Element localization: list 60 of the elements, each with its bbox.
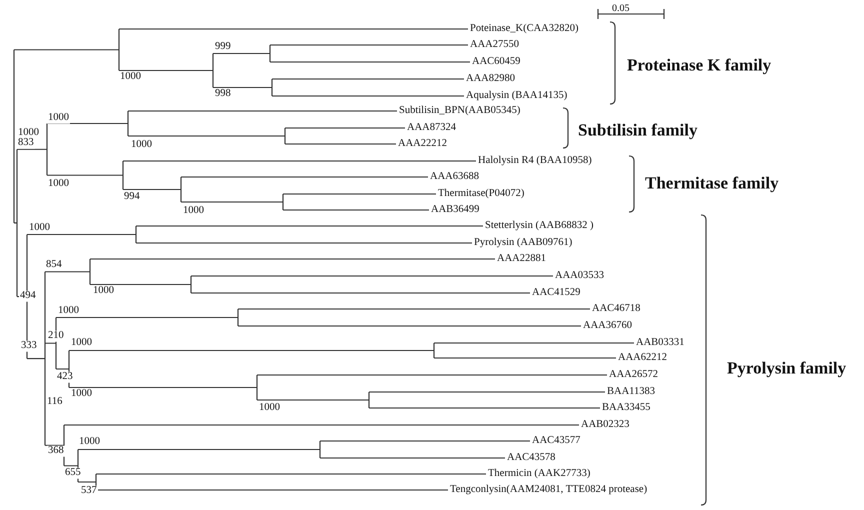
bootstrap-value: 537 bbox=[80, 486, 98, 496]
taxon-label: Halolysin R4 (BAA10958) bbox=[478, 156, 592, 166]
taxon-label: AAC43577 bbox=[532, 436, 580, 446]
bootstrap-value: 423 bbox=[56, 372, 74, 382]
taxon-label: AAA62212 bbox=[618, 352, 667, 364]
bootstrap-value: 116 bbox=[46, 396, 64, 408]
bootstrap-value: 1000 bbox=[182, 206, 205, 216]
scale-label: 0.05 bbox=[612, 4, 630, 14]
taxon-label: AAA27550 bbox=[470, 40, 519, 50]
taxon-label: AAA36760 bbox=[583, 320, 632, 332]
taxon-label: BAA11383 bbox=[607, 386, 656, 398]
taxon-label: AAC41529 bbox=[532, 288, 580, 298]
bootstrap-value: 1000 bbox=[28, 222, 51, 234]
bootstrap-value: 368 bbox=[47, 446, 65, 456]
taxon-label: AAC46718 bbox=[592, 304, 640, 314]
bootstrap-value: 1000 bbox=[70, 338, 93, 348]
family-label: Thermitase family bbox=[645, 174, 779, 192]
bootstrap-value: 1000 bbox=[47, 178, 70, 190]
taxon-label: Thermitase(P04072) bbox=[438, 188, 524, 200]
bootstrap-value: 1000 bbox=[130, 140, 153, 150]
taxon-label: AAA82980 bbox=[466, 74, 515, 84]
bootstrap-value: 994 bbox=[123, 192, 141, 202]
taxon-label: Poteinase_K(CAA32820) bbox=[470, 24, 578, 34]
taxon-label: AAA63688 bbox=[430, 172, 479, 182]
taxon-label: Thermicin (AAK27733) bbox=[488, 468, 590, 480]
bootstrap-value: 333 bbox=[20, 340, 38, 352]
family-label: Subtilisin family bbox=[578, 122, 698, 138]
family-label: Proteinase K family bbox=[627, 56, 772, 74]
family-label: Pyrolysin family bbox=[727, 360, 846, 376]
taxon-label: AAA26572 bbox=[609, 370, 658, 380]
bootstrap-value: 1000 bbox=[17, 128, 40, 138]
taxon-label: AAA03533 bbox=[555, 270, 604, 282]
bootstrap-value: 854 bbox=[45, 260, 63, 270]
taxon-label: Tengconlysin(AAM24081, TTE0824 protease) bbox=[450, 484, 648, 496]
bootstrap-value: 833 bbox=[17, 138, 35, 148]
bootstrap-value: 1000 bbox=[57, 306, 80, 316]
bootstrap-value: 494 bbox=[19, 290, 37, 302]
bootstrap-value: 1000 bbox=[70, 388, 93, 400]
taxon-label: AAA87324 bbox=[407, 122, 456, 134]
taxon-label: AAC43578 bbox=[507, 452, 556, 464]
taxon-label: AAC60459 bbox=[472, 56, 520, 68]
bootstrap-value: 1000 bbox=[119, 72, 142, 82]
bootstrap-value: 1000 bbox=[78, 436, 101, 448]
taxon-label: AAB02323 bbox=[581, 420, 630, 430]
taxon-label: AAA22212 bbox=[398, 138, 447, 150]
taxon-label: BAA33455 bbox=[602, 402, 650, 414]
bootstrap-value: 1000 bbox=[92, 286, 115, 296]
taxon-label: AAA22881 bbox=[497, 254, 546, 264]
taxon-label: Stetterlysin (AAB68832 ) bbox=[485, 220, 594, 232]
bootstrap-value: 1000 bbox=[47, 112, 70, 124]
bootstrap-value: 655 bbox=[64, 468, 82, 478]
taxon-label: Pyrolysin (AAB09761) bbox=[474, 238, 572, 248]
taxon-label: Subtilisin_BPN(AAB05345) bbox=[399, 106, 520, 116]
taxon-label: AAB36499 bbox=[431, 204, 480, 216]
taxon-label: Aqualysin (BAA14135) bbox=[466, 90, 568, 102]
bootstrap-value: 1000 bbox=[258, 402, 281, 414]
bootstrap-value: 998 bbox=[214, 88, 232, 100]
bootstrap-value: 999 bbox=[214, 42, 232, 52]
taxon-label: AAB03331 bbox=[636, 338, 684, 348]
bootstrap-value: 210 bbox=[47, 330, 65, 342]
